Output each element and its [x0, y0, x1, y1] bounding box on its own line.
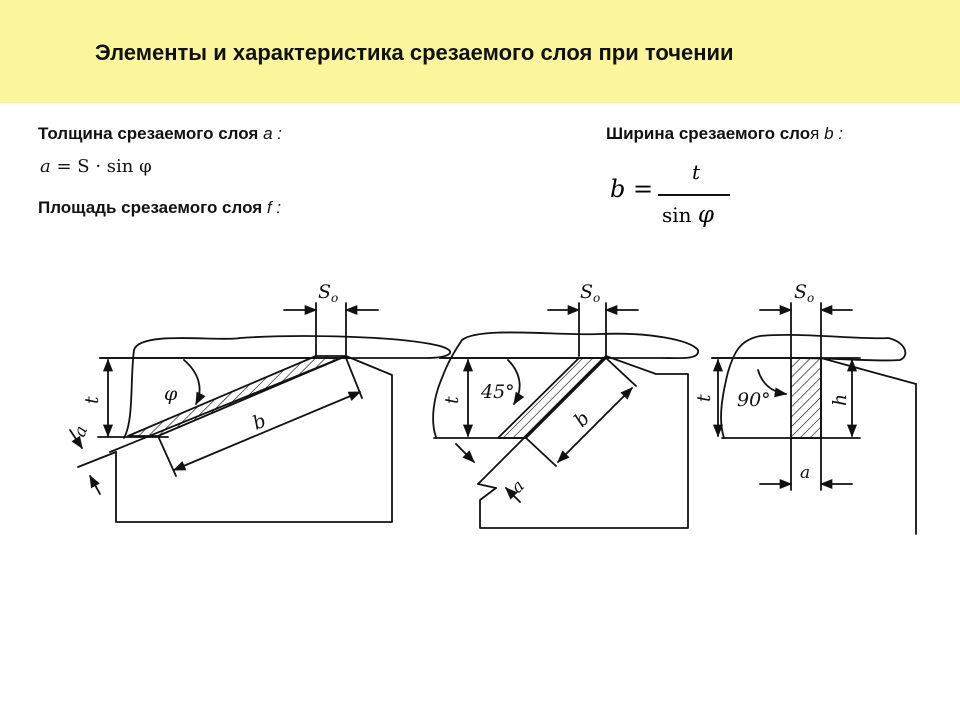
left-feed-label: S — [318, 281, 331, 303]
right-workpiece-top — [711, 333, 907, 439]
diagram-right — [711, 302, 917, 535]
middle-tool-edge — [477, 483, 497, 489]
thickness-variable: a : — [263, 124, 282, 143]
left-chip-layer — [127, 355, 347, 437]
middle-b-label: b — [570, 407, 594, 431]
fraction-bar — [658, 194, 730, 196]
middle-angle-label: 45° — [480, 381, 515, 403]
right-tool-top — [820, 357, 917, 385]
middle-b-ext-2 — [525, 437, 557, 467]
area-variable: f : — [266, 198, 282, 217]
thickness-formula: a = S · sin φ — [40, 156, 152, 177]
left-feed-sub: o — [331, 291, 338, 305]
diagram-left — [69, 302, 452, 523]
formula-a-lhs: a — [40, 156, 51, 177]
middle-a-dim-bot — [505, 487, 521, 503]
left-t-label: t — [81, 396, 103, 404]
formula-b-lhs: b = — [610, 175, 654, 203]
middle-b-dim — [557, 387, 633, 463]
left-a-dim-top — [69, 429, 83, 450]
right-feed-label: S — [794, 281, 807, 303]
left-workpiece-top — [99, 335, 452, 439]
formula-b-denominator: sin φ — [662, 202, 714, 228]
middle-a-label: a — [507, 476, 528, 497]
left-b-label: b — [250, 410, 270, 435]
formula-b-numerator: t — [692, 160, 701, 184]
width-variable: b : — [824, 124, 843, 143]
middle-t-label: t — [441, 396, 463, 404]
area-label-text: Площадь срезаемого слоя — [38, 198, 263, 217]
thickness-label-text: Толщина срезаемого слоя — [38, 124, 259, 143]
left-tool-body — [109, 355, 393, 523]
right-angle-label: 90° — [737, 389, 771, 411]
middle-a-dim-top — [455, 443, 475, 463]
formula-b-den-var: φ — [697, 202, 715, 228]
left-angle-label: φ — [164, 383, 178, 405]
middle-tool-body — [477, 355, 689, 529]
right-feed-sub: o — [807, 291, 814, 305]
diagram-middle — [432, 302, 699, 529]
left-phi-arc — [183, 359, 206, 406]
width-formula: b = t sin φ — [610, 158, 750, 238]
left-b-dim — [172, 391, 362, 471]
width-label-tail: я — [810, 124, 820, 143]
left-a-dim-bot — [89, 474, 101, 495]
middle-angle-arc — [507, 359, 525, 406]
area-label: Площадь срезаемого слоя f : — [38, 198, 281, 218]
formula-a-rhs: = S · sin φ — [50, 156, 152, 177]
middle-workpiece-top — [432, 331, 699, 438]
slide-title: Элементы и характеристика срезаемого сло… — [95, 40, 734, 65]
formula-b-den-fn: sin — [662, 203, 698, 227]
middle-b-ext-1 — [605, 357, 637, 387]
left-a-label: a — [70, 423, 92, 439]
right-h-label: h — [829, 394, 851, 406]
width-label-text: Ширина срезаемого сло — [606, 124, 811, 143]
middle-feed-label: S — [580, 281, 593, 303]
right-angle-arc — [757, 369, 788, 398]
title-bar — [0, 0, 960, 103]
right-a-label: a — [800, 463, 810, 483]
width-label: Ширина срезаемого слоя b : — [606, 124, 843, 144]
thickness-label: Толщина срезаемого слоя a : — [38, 124, 282, 144]
left-tool-edge — [77, 451, 117, 468]
middle-feed-sub: o — [593, 291, 600, 305]
right-t-label: t — [693, 394, 715, 402]
right-chip-layer — [790, 357, 822, 439]
